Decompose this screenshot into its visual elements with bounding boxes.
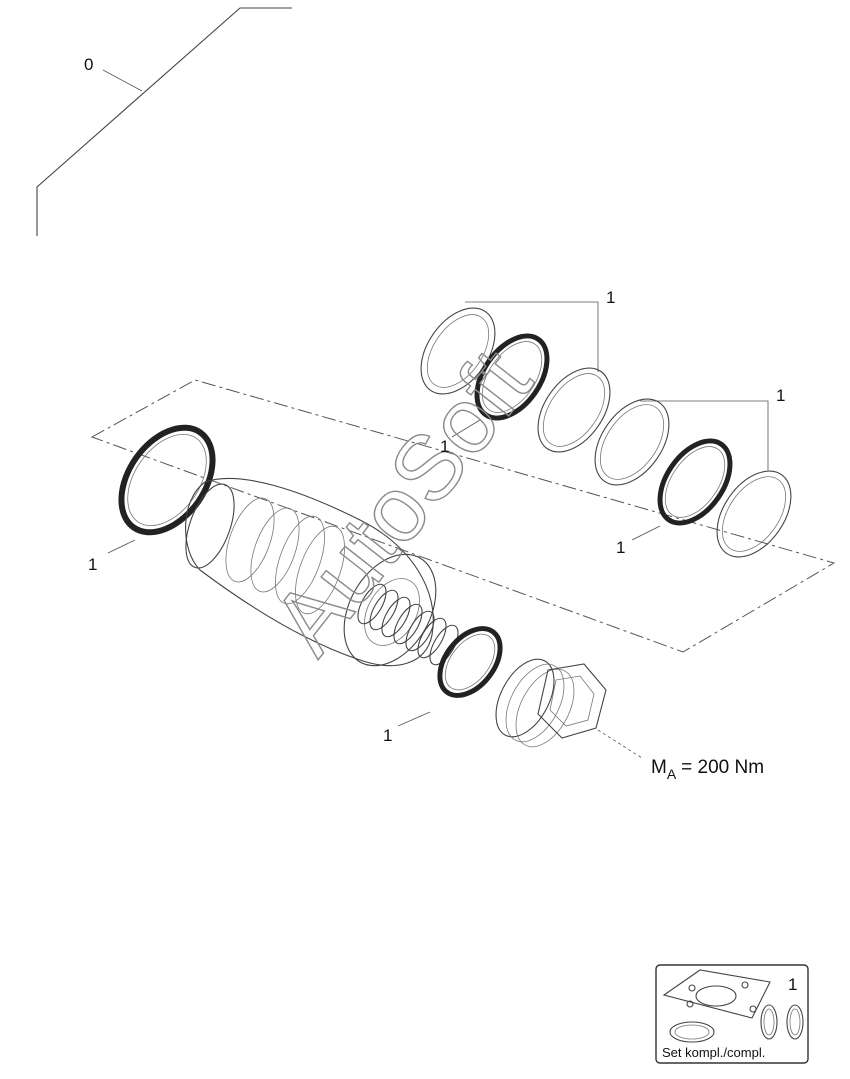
kit-box: [655, 964, 809, 1064]
torque-subscript: A: [667, 766, 677, 782]
kit-gasket-icon: [662, 969, 771, 1019]
torque-value: = 200 Nm: [681, 757, 764, 778]
item-label-left: 1: [88, 555, 97, 574]
watermark: AutoSoft: [253, 331, 551, 672]
kit-number: 1: [788, 975, 797, 994]
torque-symbol: M: [651, 757, 667, 778]
item-label-upper-right: 1: [606, 288, 615, 307]
valve-body: [185, 477, 437, 667]
assembly-bracket: [36, 7, 292, 236]
leader-lines: [107, 301, 769, 759]
kit-o-ring-icon: [669, 1021, 715, 1043]
item-label-lower-right: 1: [616, 538, 625, 557]
o-ring-small: [437, 626, 503, 698]
assembly-label: 0: [84, 55, 93, 74]
item-label-mid: 1: [440, 437, 449, 456]
item-label-bottom: 1: [383, 726, 392, 745]
assembly-envelope: [90, 379, 836, 653]
spring: [357, 583, 459, 666]
kit-caption: Set kompl./compl.: [662, 1045, 765, 1060]
screw-plug: [495, 658, 607, 748]
item-label-right: 1: [776, 386, 785, 405]
o-ring-left: [118, 424, 216, 536]
torque-spec: MA= 200 Nm: [651, 757, 764, 782]
seal-ring-group-upper: [420, 307, 792, 558]
